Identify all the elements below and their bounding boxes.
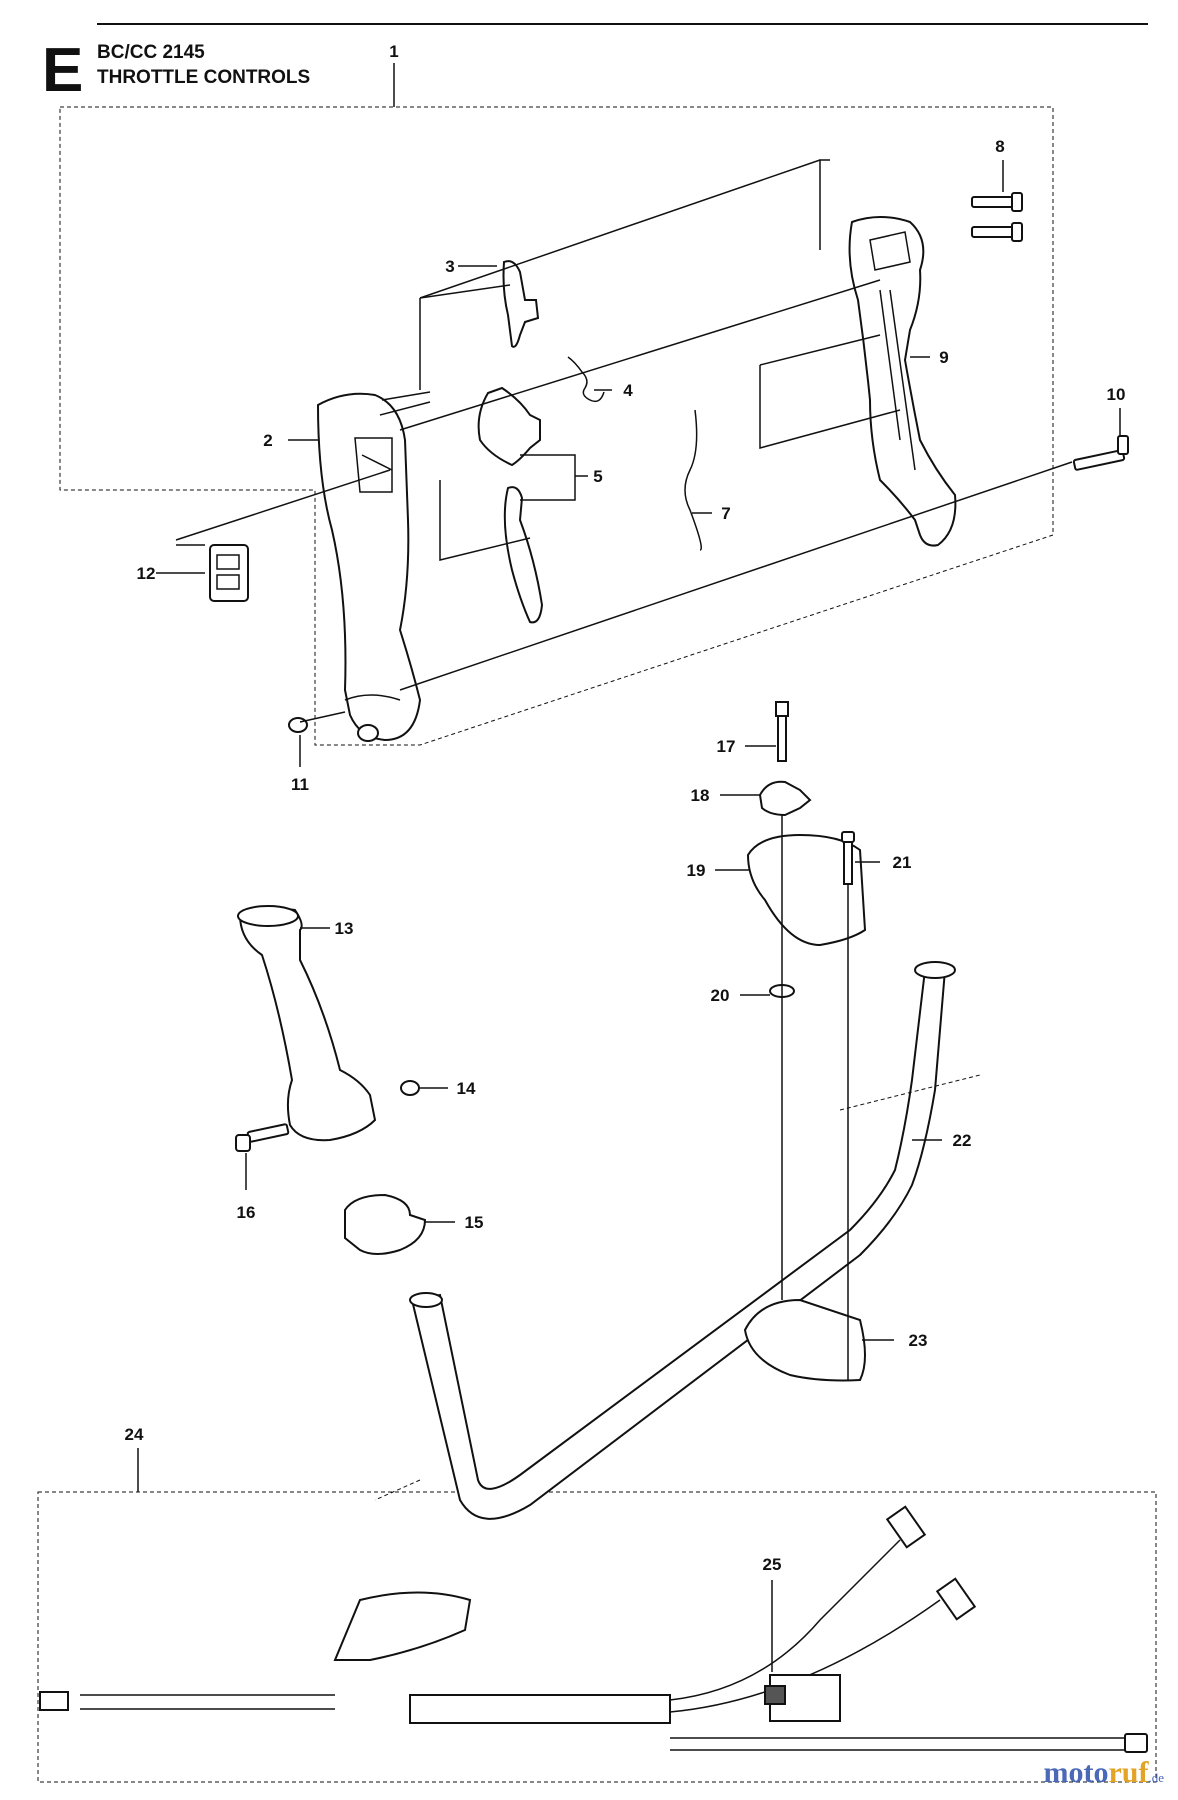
callout-13: 13 [335, 919, 354, 938]
callout-21: 21 [893, 853, 912, 872]
callout-19: 19 [687, 861, 706, 880]
assembly-24-frame [37, 1491, 1157, 1783]
callout-7: 7 [721, 504, 730, 523]
section-letter: E [42, 36, 84, 105]
loop-grip [237, 905, 377, 1142]
callout-11: 11 [291, 775, 309, 794]
watermark: motoruf.de [1043, 1756, 1164, 1790]
callout-10: 10 [1107, 385, 1126, 404]
callout-3: 3 [445, 257, 454, 276]
callout-4: 4 [623, 381, 633, 400]
callout-1: 1 [389, 42, 398, 61]
handle-bar [410, 969, 947, 1520]
callout-17: 17 [717, 737, 736, 756]
handle-left-half [316, 391, 431, 742]
callout-24: 24 [125, 1425, 144, 1444]
assembly-1-frame [59, 106, 1054, 746]
nut-14 [400, 1080, 420, 1096]
callout-2: 2 [263, 431, 272, 450]
callout-9: 9 [939, 348, 948, 367]
watermark-part-b: ruf [1108, 1756, 1149, 1789]
throttle-wire-7 [684, 409, 702, 551]
clamp-15 [344, 1193, 427, 1255]
clamp-cover-19 [746, 833, 867, 947]
callout-12: 12 [137, 564, 156, 583]
screws-8 [971, 192, 1023, 242]
callout-15: 15 [465, 1213, 484, 1232]
callout-25: 25 [763, 1555, 782, 1574]
clamp-base-23 [743, 1298, 866, 1382]
throttle-cable-assembly [39, 1505, 1148, 1753]
bolt-17 [775, 701, 789, 762]
callout-8: 8 [995, 137, 1004, 156]
throttle-trigger-parts [477, 386, 544, 624]
callout-23: 23 [909, 1331, 928, 1350]
callout-14: 14 [457, 1079, 476, 1098]
leader-lines [156, 160, 1121, 1672]
knob-18 [758, 780, 812, 817]
callout-18: 18 [691, 786, 710, 805]
throttle-lock-lever [502, 260, 540, 348]
callout-16: 16 [237, 1203, 256, 1222]
callout-22: 22 [953, 1131, 972, 1150]
spring-4 [567, 356, 605, 403]
screw-10 [1072, 435, 1129, 471]
watermark-tld: .de [1148, 1770, 1164, 1785]
assembly-lines [175, 159, 1073, 723]
screw-21 [841, 831, 855, 885]
screw-16 [235, 1123, 290, 1152]
callout-20: 20 [711, 986, 730, 1005]
nut-11 [288, 717, 308, 733]
section-title: THROTTLE CONTROLS [97, 67, 311, 88]
callout-5: 5 [593, 467, 602, 486]
watermark-part-a: moto [1043, 1756, 1109, 1789]
model-number: BC/CC 2145 [97, 42, 205, 63]
handle-right-half [848, 216, 957, 547]
stop-switch [176, 544, 249, 602]
